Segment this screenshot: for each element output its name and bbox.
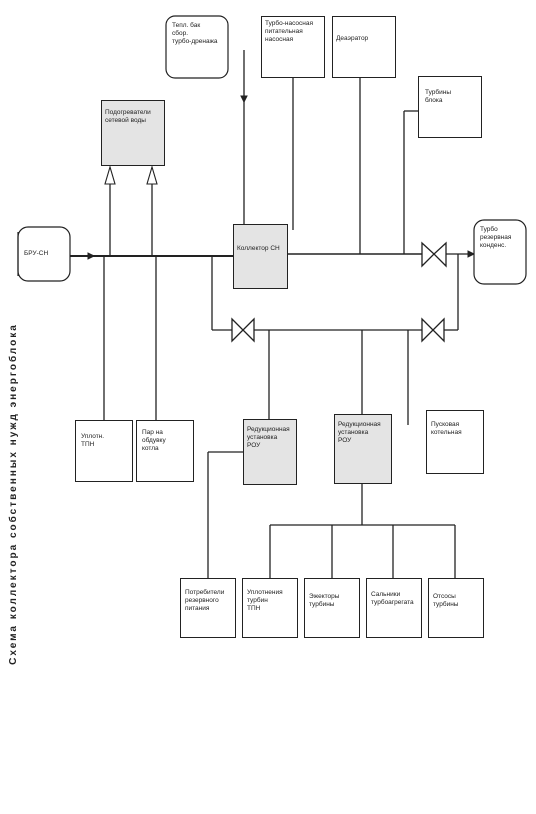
box-top-center: Турбо-насосная питательная насосная — [261, 16, 325, 78]
box-upper-left-gray: Подогреватели сетевой воды — [101, 100, 165, 166]
gray-box-mid-right: Редукционная установка РОУ — [334, 414, 392, 484]
arrow-up-left — [104, 165, 116, 185]
pipeline-diagram — [17, 15, 527, 578]
box-consumer-5-label: Отсосы турбины — [433, 593, 459, 608]
tank-right — [473, 219, 527, 285]
arrow-into-tank-right — [467, 250, 476, 258]
collector-label: Коллектор СН — [237, 245, 280, 252]
box-right-lower-label: Пусковая котельная — [431, 421, 462, 436]
tank-top-left-label: Тепл. бак сбор. турбо-дренажа — [172, 22, 218, 45]
box-consumer-4-label: Сальники турбоагрегата — [371, 591, 414, 606]
box-consumer-3: Эжекторы турбины — [304, 578, 360, 638]
box-consumer-5: Отсосы турбины — [428, 578, 484, 638]
box-bottom-left1-label: Уплотн. ТПН — [81, 433, 105, 448]
box-consumer-3-label: Эжекторы турбины — [309, 593, 340, 608]
box-right-upper-label: Турбины блока — [425, 89, 452, 104]
collector-box: Коллектор СН — [233, 224, 288, 289]
box-upper-left-gray-label: Подогреватели сетевой воды — [105, 109, 151, 124]
arrow-into-header — [87, 252, 96, 260]
arrow-down-to-collector — [240, 95, 248, 104]
box-bottom-left1: Уплотн. ТПН — [75, 420, 133, 482]
gray-box-mid-left: Редукционная установка РОУ — [243, 419, 297, 485]
tank-bru-sn-label: БРУ-СН — [24, 250, 49, 257]
valve-bypass-left — [231, 317, 255, 343]
box-top-right: Деаэратор — [332, 16, 396, 78]
box-bottom-left2-label: Пар на обдувку котла — [142, 429, 166, 452]
box-consumer-1: Потребители резервного питания — [180, 578, 236, 638]
box-top-right-label: Деаэратор — [336, 35, 369, 42]
tank-top-left — [165, 15, 229, 79]
box-consumer-4: Сальники турбоагрегата — [366, 578, 422, 638]
gray-box-mid-left-label: Редукционная установка РОУ — [247, 426, 290, 449]
arrow-up-right — [146, 165, 158, 185]
tank-bru-sn — [17, 226, 71, 282]
box-consumer-2: Уплотнения турбин ТПН — [242, 578, 298, 638]
valve-bypass-right — [421, 317, 445, 343]
valve-header-right — [421, 241, 447, 268]
box-right-upper: Турбины блока — [418, 76, 482, 138]
gray-box-mid-right-label: Редукционная установка РОУ — [338, 421, 381, 444]
box-consumer-1-label: Потребители резервного питания — [185, 589, 225, 612]
box-top-center-label: Турбо-насосная питательная насосная — [265, 20, 314, 43]
box-consumer-2-label: Уплотнения турбин ТПН — [247, 589, 283, 612]
box-bottom-left2: Пар на обдувку котла — [136, 420, 194, 482]
box-right-lower: Пусковая котельная — [426, 410, 484, 474]
vertical-title: Схема коллектора собственных нужд энерго… — [8, 323, 19, 665]
tank-right-label: Турбо резервная конденс. — [480, 226, 512, 249]
